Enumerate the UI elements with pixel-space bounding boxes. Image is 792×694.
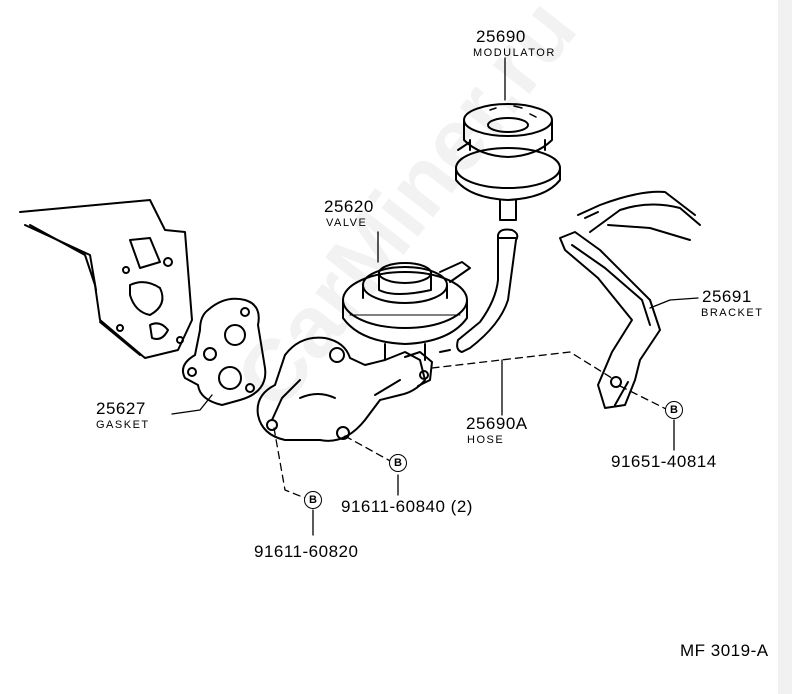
- hose-part-number: 25690A: [466, 414, 528, 433]
- gasket-drawing: [182, 297, 267, 406]
- gasket-name: GASKET: [96, 419, 150, 431]
- modulator-part-number: 25690: [476, 27, 526, 46]
- bracket-part-number: 25691: [702, 287, 752, 306]
- bolt-marker-b-bracket: B: [665, 401, 683, 419]
- valve-bolt-part-number: 91611-60840 (2): [341, 497, 473, 516]
- gasket-bolt-part-number: 91611-60820: [254, 542, 359, 561]
- modulator-name: MODULATOR: [473, 47, 556, 59]
- valve-part-number: 25620: [324, 197, 374, 216]
- hose-drawing: [456, 228, 519, 353]
- leader-lines: [171, 57, 699, 536]
- engine-block-outline: [19, 199, 193, 359]
- bracket-bolt-part-number: 91651-40814: [611, 452, 717, 471]
- gasket-part-number: 25627: [96, 399, 146, 418]
- valve-drawing: [256, 261, 471, 442]
- page-edge-strip: [778, 0, 792, 694]
- bracket-drawing: [559, 190, 701, 409]
- modulator-drawing: [455, 103, 561, 221]
- bolt-marker-b-valve: B: [389, 454, 407, 472]
- figure-code: MF 3019-A: [680, 641, 769, 660]
- alignment-dash-lines: [273, 351, 669, 499]
- bracket-name: BRACKET: [701, 307, 764, 319]
- valve-name: VALVE: [326, 217, 368, 229]
- hose-name: HOSE: [467, 434, 505, 446]
- bolt-marker-b-gasket: B: [304, 491, 322, 509]
